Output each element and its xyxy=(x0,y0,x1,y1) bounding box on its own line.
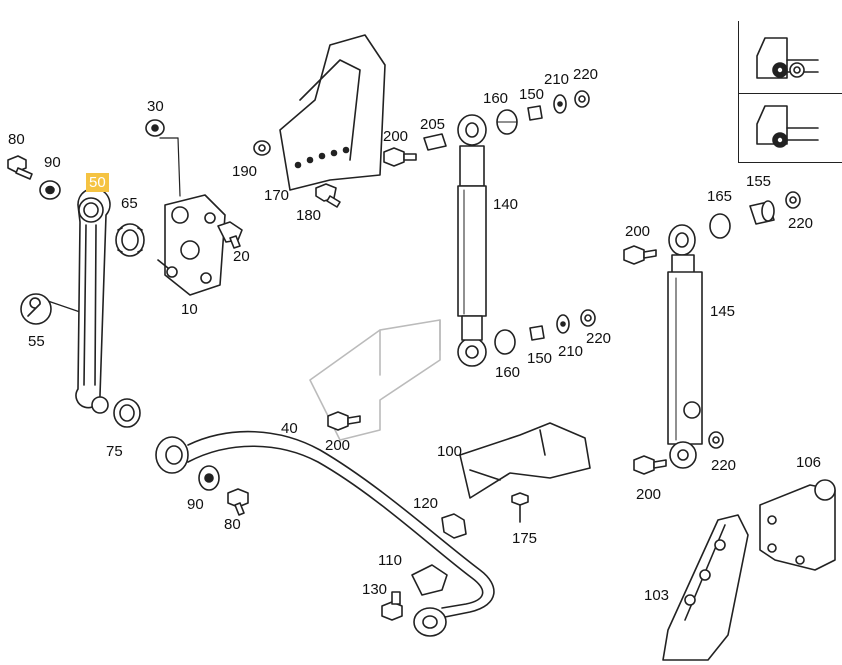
part-220-nut-right-upper[interactable] xyxy=(785,191,801,209)
callout-205[interactable]: 205 xyxy=(420,116,446,133)
part-140-shock-absorber[interactable] xyxy=(457,114,487,367)
part-10-bracket[interactable] xyxy=(157,194,226,296)
part-160-bushing-lower[interactable] xyxy=(494,329,516,355)
callout-50-highlighted[interactable]: 50 xyxy=(86,173,109,192)
callout-55[interactable]: 55 xyxy=(28,333,45,350)
part-40-stabilizer-bar[interactable] xyxy=(155,430,495,637)
part-50-link-rod[interactable] xyxy=(75,187,111,414)
part-210-washer-lower[interactable] xyxy=(556,314,570,334)
part-205-sleeve[interactable] xyxy=(423,133,447,151)
inset-divider xyxy=(739,93,842,94)
callout-130[interactable]: 130 xyxy=(362,581,388,598)
part-200-bolt-right-upper[interactable] xyxy=(623,245,657,265)
callout-100[interactable]: 100 xyxy=(437,443,463,460)
callout-150[interactable]: 150 xyxy=(519,86,545,103)
callout-200[interactable]: 200 xyxy=(383,128,409,145)
callout-200[interactable]: 200 xyxy=(625,223,651,240)
part-90-washer[interactable] xyxy=(39,180,61,200)
part-175-screw[interactable] xyxy=(511,492,529,523)
part-80-bolt[interactable] xyxy=(7,155,33,180)
callout-80[interactable]: 80 xyxy=(8,131,25,148)
part-190-nut[interactable] xyxy=(253,140,271,156)
part-220-nut-upper[interactable] xyxy=(574,90,590,108)
callout-140[interactable]: 140 xyxy=(493,196,519,213)
callout-175[interactable]: 175 xyxy=(512,530,538,547)
callout-210[interactable]: 210 xyxy=(558,343,584,360)
callout-170[interactable]: 170 xyxy=(264,187,290,204)
part-106-bracket[interactable] xyxy=(759,479,836,571)
part-180-bolt[interactable] xyxy=(315,183,341,208)
callout-80[interactable]: 80 xyxy=(224,516,241,533)
callout-200[interactable]: 200 xyxy=(636,486,662,503)
part-170-bracket[interactable] xyxy=(279,34,386,191)
part-103-bracket[interactable] xyxy=(662,514,749,661)
callout-10[interactable]: 10 xyxy=(181,301,198,318)
callout-220[interactable]: 220 xyxy=(586,330,612,347)
part-210-washer-upper[interactable] xyxy=(553,94,567,114)
callout-65[interactable]: 65 xyxy=(121,195,138,212)
part-100-bracket[interactable] xyxy=(459,422,591,499)
truck-front-axle-icon xyxy=(756,37,819,79)
callout-103[interactable]: 103 xyxy=(644,587,670,604)
callout-160[interactable]: 160 xyxy=(495,364,521,381)
part-150-sleeve-upper[interactable] xyxy=(527,105,543,121)
axle-selector-inset xyxy=(738,21,842,163)
callout-220[interactable]: 220 xyxy=(788,215,814,232)
part-200-bolt-middle[interactable] xyxy=(327,411,361,431)
leader-lines xyxy=(44,137,181,313)
callout-200[interactable]: 200 xyxy=(325,437,351,454)
callout-155[interactable]: 155 xyxy=(746,173,772,190)
callout-90[interactable]: 90 xyxy=(187,496,204,513)
callout-180[interactable]: 180 xyxy=(296,207,322,224)
part-155-bushing[interactable] xyxy=(749,200,775,225)
callout-220[interactable]: 220 xyxy=(711,457,737,474)
callout-165[interactable]: 165 xyxy=(707,188,733,205)
part-145-shock-absorber[interactable] xyxy=(667,224,703,469)
part-80-bolt-lower[interactable] xyxy=(227,488,249,516)
callout-210[interactable]: 210 xyxy=(544,71,570,88)
callout-90[interactable]: 90 xyxy=(44,154,61,171)
callout-220[interactable]: 220 xyxy=(573,66,599,83)
part-200-bolt-right-lower[interactable] xyxy=(633,455,667,475)
callout-30[interactable]: 30 xyxy=(147,98,164,115)
part-130-bolt[interactable] xyxy=(381,591,403,621)
wrench-icon[interactable] xyxy=(20,293,52,325)
part-30-washer[interactable] xyxy=(145,119,165,137)
part-220-nut-lower[interactable] xyxy=(580,309,596,327)
part-165-bushing[interactable] xyxy=(709,213,731,239)
part-160-bushing-upper[interactable] xyxy=(496,109,518,135)
part-110-clamp[interactable] xyxy=(411,564,448,596)
part-75-bushing[interactable] xyxy=(113,398,141,428)
callout-150[interactable]: 150 xyxy=(527,350,553,367)
part-20-bolt[interactable] xyxy=(217,221,243,249)
part-220-nut-right-lower[interactable] xyxy=(708,431,724,449)
part-65-bushing[interactable] xyxy=(115,223,145,257)
callout-110[interactable]: 110 xyxy=(378,552,402,569)
callout-160[interactable]: 160 xyxy=(483,90,509,107)
part-200-bolt-upper[interactable] xyxy=(383,147,417,167)
callout-40[interactable]: 40 xyxy=(281,420,298,437)
callout-190[interactable]: 190 xyxy=(232,163,258,180)
truck-rear-axle-icon xyxy=(756,105,819,148)
ghost-bracket xyxy=(309,319,441,441)
callout-120[interactable]: 120 xyxy=(413,495,439,512)
callout-75[interactable]: 75 xyxy=(106,443,123,460)
callout-106[interactable]: 106 xyxy=(796,454,822,471)
part-90-washer-lower[interactable] xyxy=(198,465,220,491)
part-150-sleeve-lower[interactable] xyxy=(529,325,545,341)
part-120-clamp[interactable] xyxy=(441,513,467,539)
callout-20[interactable]: 20 xyxy=(233,248,250,265)
callout-145[interactable]: 145 xyxy=(710,303,736,320)
